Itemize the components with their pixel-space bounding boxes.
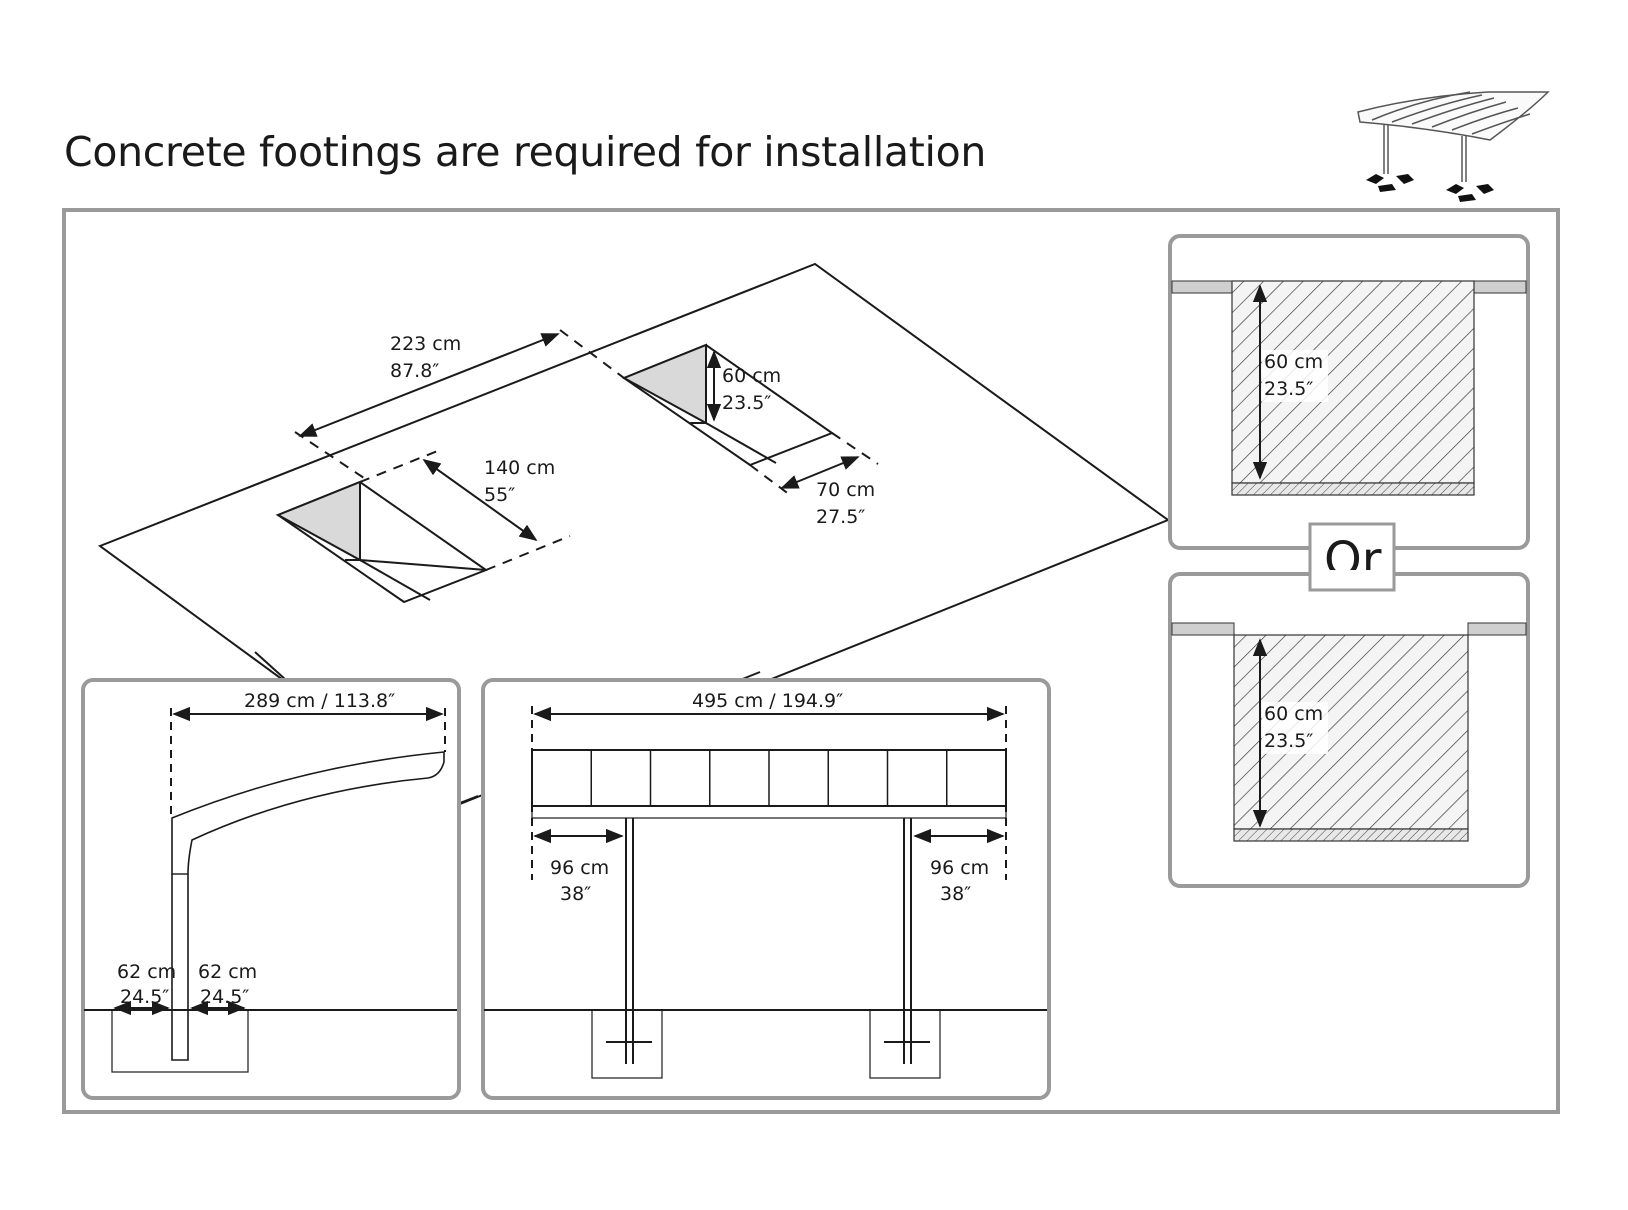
side-right-clearance-in: 24.5″ [200, 986, 249, 1008]
side-overall-depth-label: 289 cm / 113.8″ [244, 690, 395, 712]
footing-depth-in-label: 23.5″ [722, 392, 771, 414]
option-a-depth-in: 23.5″ [1264, 378, 1313, 400]
front-right-overhang-cm: 96 cm [930, 857, 989, 879]
carport-icon [1357, 91, 1550, 202]
footing-length-cm-label: 140 cm [484, 457, 555, 479]
roof-panels [590, 750, 948, 806]
spacing-in-label: 87.8″ [390, 360, 439, 382]
front-left-overhang-in: 38″ [560, 883, 591, 905]
footing-depth-cm-label: 60 cm [722, 365, 781, 387]
footing-pit-1 [275, 480, 489, 604]
footing-option-a [1168, 234, 1530, 550]
front-view-panel [481, 678, 1051, 1100]
option-b-depth-cm: 60 cm [1264, 703, 1323, 725]
option-a-depth-cm: 60 cm [1264, 351, 1323, 373]
side-left-clearance-in: 24.5″ [120, 986, 169, 1008]
footing-length-in-label: 55″ [484, 484, 515, 506]
footing-option-b [1168, 522, 1530, 888]
spacing-cm-label: 223 cm [390, 333, 461, 355]
footing-width-in-label: 27.5″ [816, 506, 865, 528]
front-overall-width-label: 495 cm / 194.9″ [692, 690, 843, 712]
front-left-overhang-cm: 96 cm [550, 857, 609, 879]
side-right-clearance-cm: 62 cm [198, 961, 257, 983]
side-view-panel [81, 678, 461, 1100]
main-frame [62, 208, 1560, 1114]
option-b-depth-in: 23.5″ [1264, 730, 1313, 752]
footing-width-cm-label: 70 cm [816, 479, 875, 501]
page-title: Concrete footings are required for insta… [64, 128, 987, 176]
front-right-overhang-in: 38″ [940, 883, 971, 905]
side-left-clearance-cm: 62 cm [117, 961, 176, 983]
